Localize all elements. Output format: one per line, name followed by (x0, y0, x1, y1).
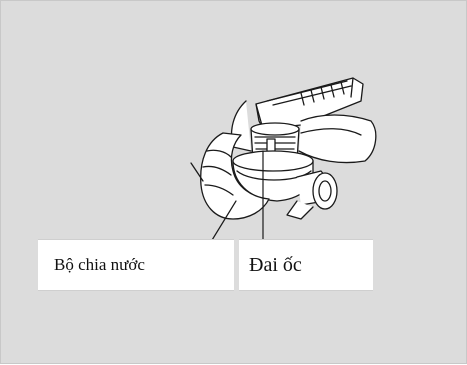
nut-label-text: Đai ốc (249, 254, 302, 277)
water-divider-label-text: Bộ chia nước (54, 255, 145, 275)
water-divider-label: Bộ chia nước (38, 239, 234, 291)
nut-label: Đai ốc (239, 239, 373, 291)
